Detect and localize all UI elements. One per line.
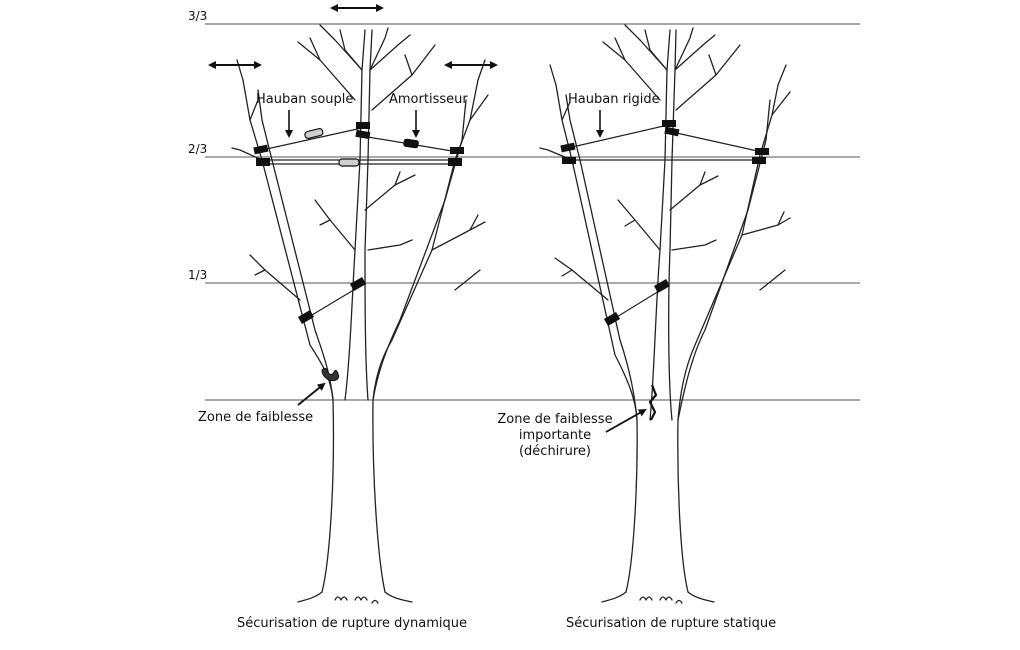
caption-left: Sécurisation de rupture dynamique	[237, 616, 468, 631]
right-cable-anchors	[560, 120, 769, 326]
right-tree	[539, 24, 791, 604]
right-cables	[567, 124, 763, 321]
label-zone-line-2: importante	[518, 428, 592, 443]
label-zone-faiblesse: Zone de faiblesse	[198, 410, 314, 425]
label-zone-faiblesse-importante: Zone de faiblesse importante (déchirure)	[495, 412, 615, 460]
level-label-1-3: 1/3	[188, 268, 208, 282]
caption-right: Sécurisation de rupture statique	[566, 616, 777, 631]
left-cable-elements	[304, 127, 419, 167]
label-hauban-souple: Hauban souple	[256, 92, 354, 107]
weakness-crack-left	[321, 367, 340, 382]
label-zone-line-1: Zone de faiblesse	[497, 412, 613, 427]
pointer-zone-faiblesse-importante	[605, 409, 647, 433]
label-zone-line-3: (déchirure)	[518, 444, 592, 459]
hauban-souple-link	[304, 127, 324, 140]
label-hauban-rigide: Hauban rigide	[568, 92, 660, 107]
hauban-souple-link-2	[338, 158, 360, 167]
weakness-tear-right	[648, 384, 658, 421]
left-cable-anchors	[253, 122, 464, 324]
level-label-3-3: 3/3	[188, 9, 208, 23]
label-amortisseur: Amortisseur	[389, 92, 468, 107]
amortisseur-link	[403, 138, 419, 149]
pointer-zone-faiblesse	[297, 382, 326, 406]
left-tree	[231, 24, 489, 604]
level-label-2-3: 2/3	[188, 142, 208, 156]
